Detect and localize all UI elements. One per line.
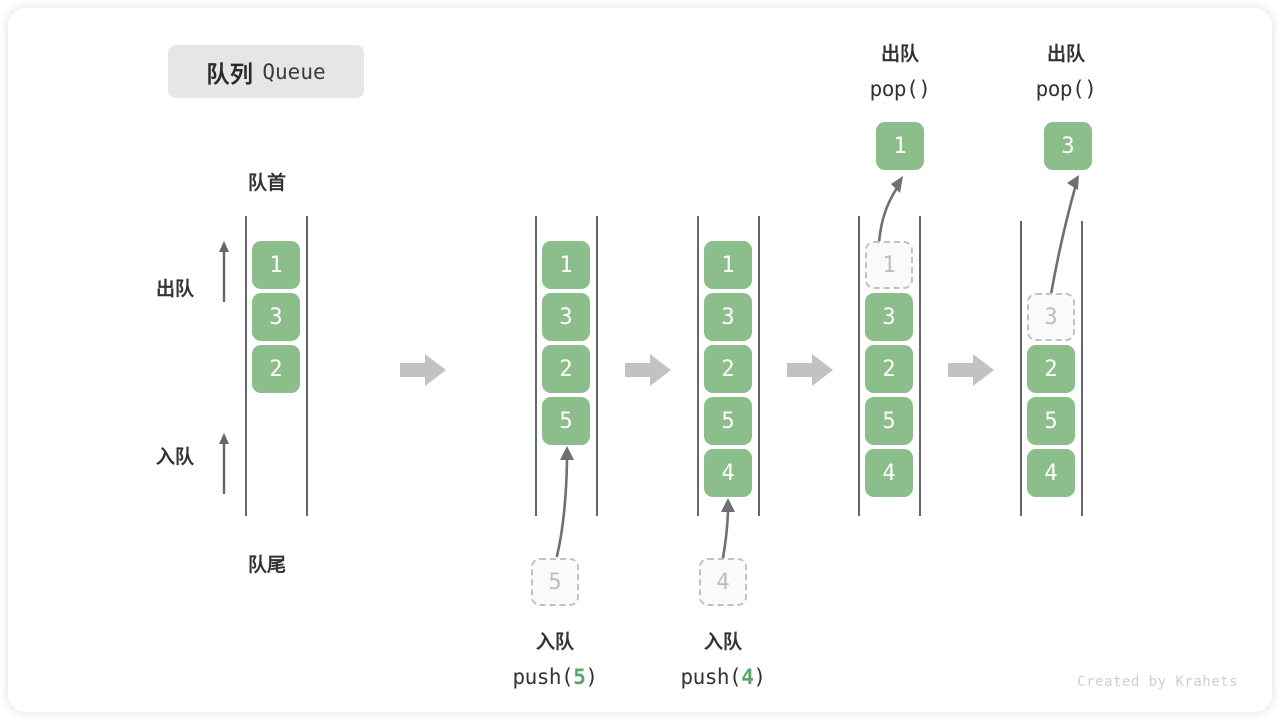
pop-2-cn: 出队 (1046, 44, 1085, 65)
rail-right-stage-2 (596, 216, 598, 516)
cell-stage-5-4: 4 (1027, 449, 1075, 497)
cell-stage-1-1: 3 (252, 293, 300, 341)
cell-stage-3-4: 4 (704, 449, 752, 497)
title-badge: 队列 Queue (168, 45, 364, 98)
enqueue-label: 入队 (156, 447, 195, 468)
rail-left-stage-5 (1020, 221, 1022, 516)
rail-left-stage-1 (245, 216, 247, 516)
cell-stage-4-3: 5 (865, 397, 913, 445)
cell-stage-5-2: 2 (1027, 345, 1075, 393)
cell-stage-4-1: 3 (865, 293, 913, 341)
title-cn: 队列 (206, 60, 254, 87)
pop-1-code: pop() (869, 77, 931, 101)
cell-stage-3-3: 5 (704, 397, 752, 445)
rail-left-stage-2 (535, 216, 537, 516)
push-5-cn: 入队 (535, 632, 574, 653)
ghost-cell-push-5: 5 (531, 558, 579, 606)
rail-right-stage-5 (1081, 221, 1083, 516)
dequeue-label: 出队 (156, 279, 195, 300)
pop-2-label: 出队 pop() (976, 38, 1156, 106)
front-label: 队首 (248, 173, 287, 194)
credit-text: Created by Krahets (1077, 674, 1238, 690)
popped-cell-2: 3 (1044, 122, 1092, 170)
rail-left-stage-4 (858, 216, 860, 516)
enqueue-arrow-icon (219, 433, 229, 494)
push-4-label: 入队 push(4) (623, 626, 823, 694)
cell-stage-1-0: 1 (252, 241, 300, 289)
pop-1-cn: 出队 (880, 44, 919, 65)
diagram-canvas: 队列 Queue 队首 队尾 出队 入队 1 3 2 1 3 2 5 5 入队 … (8, 8, 1272, 712)
rear-label: 队尾 (248, 555, 287, 576)
title-en: Queue (262, 59, 326, 84)
cell-stage-5-3: 5 (1027, 397, 1075, 445)
push-4-code: push(4) (680, 665, 766, 689)
cell-stage-4-4: 4 (865, 449, 913, 497)
cell-stage-2-3: 5 (542, 397, 590, 445)
cell-stage-1-2: 2 (252, 345, 300, 393)
push-4-arrow-icon (721, 498, 735, 560)
cell-stage-2-2: 2 (542, 345, 590, 393)
step-arrow-icon-3 (787, 354, 833, 386)
rail-right-stage-4 (919, 216, 921, 516)
push-5-label: 入队 push(5) (455, 626, 655, 694)
cell-stage-4-2: 2 (865, 345, 913, 393)
push-4-cn: 入队 (703, 632, 742, 653)
dequeue-arrow-icon (219, 241, 229, 302)
rail-right-stage-1 (306, 216, 308, 516)
cell-stage-5-1: 3 (1027, 293, 1075, 341)
push-5-arrow-icon (555, 446, 574, 558)
step-arrow-icon-1 (400, 354, 446, 386)
cell-stage-2-1: 3 (542, 293, 590, 341)
ghost-cell-push-4: 4 (699, 558, 747, 606)
pop-2-code: pop() (1035, 77, 1097, 101)
pop-1-arrow-icon (877, 176, 903, 246)
popped-cell-1: 1 (876, 122, 924, 170)
cell-stage-4-0: 1 (865, 241, 913, 289)
cell-stage-3-1: 3 (704, 293, 752, 341)
step-arrow-icon-2 (625, 354, 671, 386)
pop-1-label: 出队 pop() (810, 38, 990, 106)
cell-stage-2-0: 1 (542, 241, 590, 289)
cell-stage-3-0: 1 (704, 241, 752, 289)
rail-right-stage-3 (758, 216, 760, 516)
step-arrow-icon-4 (948, 354, 994, 386)
pop-2-arrow-icon (1048, 175, 1079, 302)
push-5-code: push(5) (512, 665, 598, 689)
cell-stage-3-2: 2 (704, 345, 752, 393)
rail-left-stage-3 (697, 216, 699, 516)
